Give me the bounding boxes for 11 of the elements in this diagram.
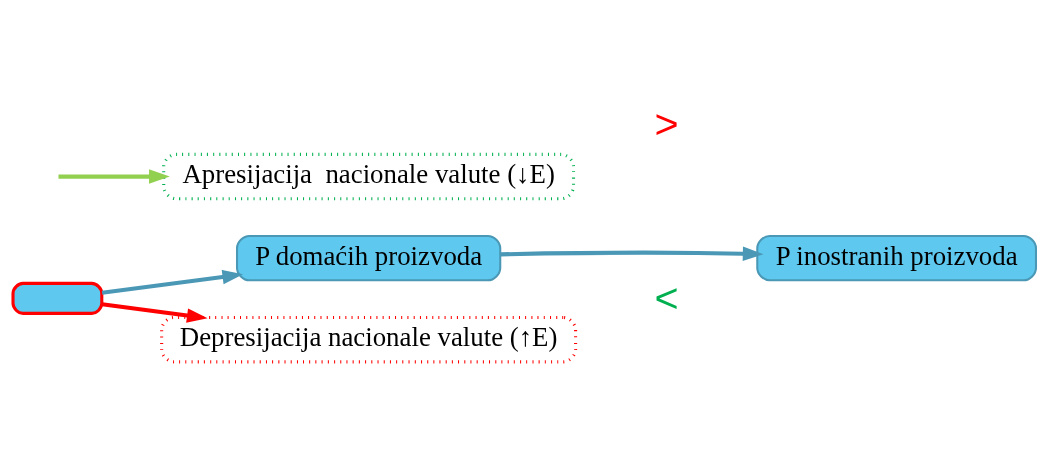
label: >	[654, 100, 679, 147]
node-box: P domaćih proizvoda	[236, 234, 502, 281]
node-box	[11, 281, 104, 315]
arrow	[500, 246, 764, 261]
arrow	[58, 168, 170, 184]
node-box: Apresijacija nacionale valute (↓E)	[162, 152, 576, 200]
label: <	[654, 274, 679, 321]
node-box: P inostranih proizvoda	[756, 234, 1037, 281]
arrow	[101, 269, 244, 295]
arrow	[101, 301, 208, 323]
node-box: Depresijacija nacionale valute (↑E)	[160, 315, 578, 363]
